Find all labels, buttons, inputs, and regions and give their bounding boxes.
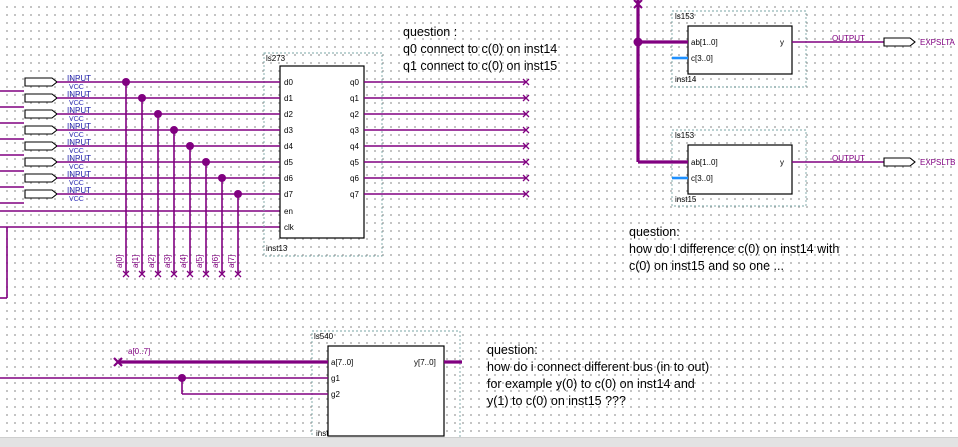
input-pin-6[interactable]: INPUT VCC	[24, 170, 222, 187]
mux-bottom-inst: inst15	[675, 195, 697, 204]
tap-label: a[0]	[115, 255, 124, 268]
input-pin-level: VCC	[69, 116, 84, 123]
question-line: q1 connect to c(0) on inst15	[403, 59, 557, 73]
ls153-inst14-symbol[interactable]: ls153 ab[1..0] c[3..0] y inst14 OUTPUT E…	[671, 10, 955, 88]
input-pin-7[interactable]: INPUT VCC	[24, 186, 238, 203]
ls540-inst: inst	[316, 429, 329, 438]
tap-label: a[6]	[211, 255, 220, 268]
ls273-name: ls273	[266, 54, 286, 63]
tap-lines	[122, 82, 242, 278]
mux-top-port-y: y	[780, 38, 784, 47]
port-d6: d6	[284, 174, 293, 183]
port-q1: q1	[350, 94, 359, 103]
mux-bottom-output-name: EXPSLTB	[920, 158, 955, 167]
mux-bottom-port-c: c[3..0]	[691, 174, 713, 183]
port-en: en	[284, 207, 293, 216]
input-pin-level: VCC	[69, 84, 84, 91]
port-d5: d5	[284, 158, 293, 167]
input-pin-level: VCC	[69, 132, 84, 139]
ab-bus[interactable]	[633, 0, 689, 164]
port-d1: d1	[284, 94, 293, 103]
input-pin-type: INPUT	[67, 122, 91, 131]
input-pin-level: VCC	[69, 148, 84, 155]
mux-bottom-port-ab: ab[1..0]	[691, 158, 718, 167]
tap-label: a[2]	[147, 255, 156, 268]
question-line: question :	[403, 25, 457, 39]
port-clk: clk	[284, 223, 295, 232]
input-pin-3[interactable]: INPUT VCC	[24, 122, 174, 139]
ls273-symbol[interactable]: ls273 inst13 d0 d1 d2 d3 d4 d5 d6 d7 en …	[126, 52, 530, 257]
question-line: question:	[487, 343, 538, 357]
tap-label: a[7]	[227, 255, 236, 268]
question-line: y(1) to c(0) on inst15 ???	[487, 394, 626, 408]
port-q2: q2	[350, 110, 359, 119]
question-line: how do I difference c(0) on inst14 with	[629, 242, 839, 256]
input-pin-type: INPUT	[67, 106, 91, 115]
mux-top-port-ab: ab[1..0]	[691, 38, 718, 47]
mux-top-output-name: EXPSLTA	[920, 38, 955, 47]
ls540-port-a: a[7..0]	[331, 358, 353, 367]
input-pin-level: VCC	[69, 196, 84, 203]
port-d2: d2	[284, 110, 293, 119]
port-q3: q3	[350, 126, 359, 135]
input-pin-4[interactable]: INPUT VCC	[24, 138, 190, 155]
input-pin-level: VCC	[69, 164, 84, 171]
port-q4: q4	[350, 142, 359, 151]
tap-label: a[4]	[179, 255, 188, 268]
input-pin-type: INPUT	[67, 170, 91, 179]
question-line: for example y(0) to c(0) on inst14 and	[487, 377, 695, 391]
mux-bottom-output-type: OUTPUT	[832, 154, 865, 163]
question-note-3: question: how do i connect different bus…	[487, 343, 709, 408]
input-pin-5[interactable]: INPUT VCC	[24, 154, 206, 171]
input-pin-level: VCC	[69, 100, 84, 107]
ls540-bus-label: a[0..7]	[128, 347, 150, 356]
mux-bottom-port-y: y	[780, 158, 784, 167]
ls273-inst: inst13	[266, 244, 288, 253]
question-line: q0 connect to c(0) on inst14	[403, 42, 557, 56]
input-pin-level: VCC	[69, 180, 84, 187]
ls540-port-g1: g1	[331, 374, 340, 383]
ls540-port-y: y[7..0]	[414, 358, 436, 367]
port-q6: q6	[350, 174, 359, 183]
question-line: how do i connect different bus (in to ou…	[487, 360, 709, 374]
port-d3: d3	[284, 126, 293, 135]
input-pin-type: INPUT	[67, 74, 91, 83]
left-edge-wires	[0, 90, 280, 299]
input-pin-1[interactable]: INPUT VCC	[24, 90, 142, 107]
input-pin-type: INPUT	[67, 186, 91, 195]
question-line: c(0) on inst15 and so one ...	[629, 259, 784, 273]
port-q7: q7	[350, 190, 359, 199]
question-note-1: question : q0 connect to c(0) on inst14 …	[403, 25, 557, 73]
ls540-port-g2: g2	[331, 390, 340, 399]
ls540-symbol[interactable]: ls540 a[7..0] g1 g2 y[7..0] inst a[0..7]	[0, 330, 462, 442]
horizontal-scrollbar[interactable]	[0, 437, 958, 447]
port-d0: d0	[284, 78, 293, 87]
ls153-inst15-symbol[interactable]: ls153 ab[1..0] c[3..0] y inst15 OUTPUT E…	[671, 129, 955, 207]
tap-label: a[3]	[163, 255, 172, 268]
question-line: question:	[629, 225, 680, 239]
junction-dots	[122, 78, 242, 198]
ls540-name: ls540	[314, 332, 334, 341]
tap-label: a[5]	[195, 255, 204, 268]
input-pin-type: INPUT	[67, 90, 91, 99]
port-d4: d4	[284, 142, 293, 151]
input-pin-type: INPUT	[67, 154, 91, 163]
mux-top-port-c: c[3..0]	[691, 54, 713, 63]
mux-bottom-name: ls153	[675, 131, 695, 140]
port-q0: q0	[350, 78, 359, 87]
tap-label: a[1]	[131, 255, 140, 268]
input-pin-type: INPUT	[67, 138, 91, 147]
mux-top-output-type: OUTPUT	[832, 34, 865, 43]
port-d7: d7	[284, 190, 293, 199]
question-note-2: question: how do I difference c(0) on in…	[629, 225, 839, 273]
mux-top-inst: inst14	[675, 75, 697, 84]
input-pin-0[interactable]: INPUT VCC	[24, 74, 126, 91]
input-pin-2[interactable]: INPUT VCC	[24, 106, 158, 123]
mux-top-name: ls153	[675, 12, 695, 21]
port-q5: q5	[350, 158, 359, 167]
